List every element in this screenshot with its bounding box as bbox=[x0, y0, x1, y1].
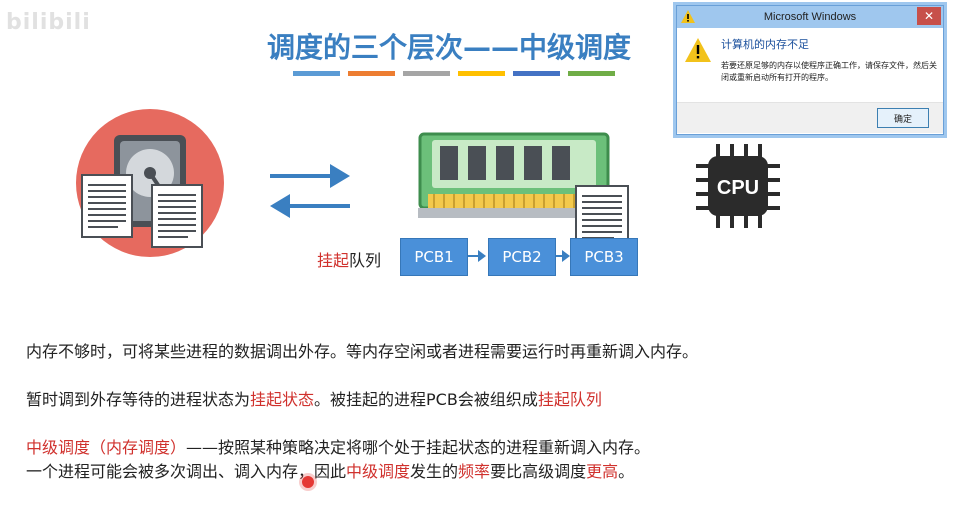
pointer-cursor bbox=[302, 476, 314, 488]
memory-warning-dialog: Microsoft Windows ✕ 计算机的内存不足 若要还原足够的内存以使… bbox=[676, 5, 944, 135]
dialog-titlebar[interactable]: Microsoft Windows ✕ bbox=[677, 6, 943, 28]
pcb-box: PCB1 bbox=[400, 238, 468, 276]
paragraph-3: 中级调度（内存调度）——按照某种策略决定将哪个处于挂起状态的进程重新调入内存。 bbox=[26, 438, 651, 457]
color-bar bbox=[403, 71, 450, 76]
color-bar bbox=[348, 71, 395, 76]
suspend-queue-label: 挂起队列 bbox=[317, 251, 382, 270]
queue-arrow bbox=[468, 250, 486, 262]
dialog-title: Microsoft Windows bbox=[763, 11, 857, 23]
paragraph-1: 内存不够时，可将某些进程的数据调出外存。等内存空闲或者进程需要运行时再重新调入内… bbox=[26, 342, 699, 361]
warning-icon bbox=[685, 38, 711, 62]
slide-title: 调度的三个层次——中级调度 bbox=[266, 31, 631, 64]
memory-module-icon bbox=[418, 132, 610, 218]
color-bar bbox=[513, 71, 560, 76]
warning-icon bbox=[681, 10, 695, 23]
watermark-logo: bilibili bbox=[6, 10, 91, 35]
swap-arrows-icon bbox=[270, 164, 350, 218]
color-bar bbox=[458, 71, 505, 76]
paragraph-2: 暂时调到外存等待的进程状态为挂起状态。被挂起的进程PCB会被组织成挂起队列 bbox=[26, 390, 602, 409]
color-bar bbox=[568, 71, 615, 76]
cpu-icon: CPU bbox=[696, 144, 780, 228]
pcb-box: PCB3 bbox=[570, 238, 638, 276]
close-button[interactable]: ✕ bbox=[917, 7, 941, 25]
hard-disk-icon bbox=[76, 109, 224, 257]
title-color-bars bbox=[293, 71, 615, 76]
queue-arrow bbox=[556, 250, 570, 262]
cpu-label: CPU bbox=[717, 177, 759, 199]
paragraph-4: 一个进程可能会被多次调出、调入内存，因此中级调度发生的频率要比高级调度更高。 bbox=[26, 462, 635, 481]
dialog-message: 若要还原足够的内存以使程序正确工作，请保存文件，然后关闭或重新启动所有打开的程序… bbox=[721, 61, 937, 82]
pcb-box: PCB2 bbox=[488, 238, 556, 276]
dialog-heading: 计算机的内存不足 bbox=[721, 38, 809, 51]
ok-button[interactable]: 确定 bbox=[877, 108, 929, 128]
color-bar bbox=[293, 71, 340, 76]
